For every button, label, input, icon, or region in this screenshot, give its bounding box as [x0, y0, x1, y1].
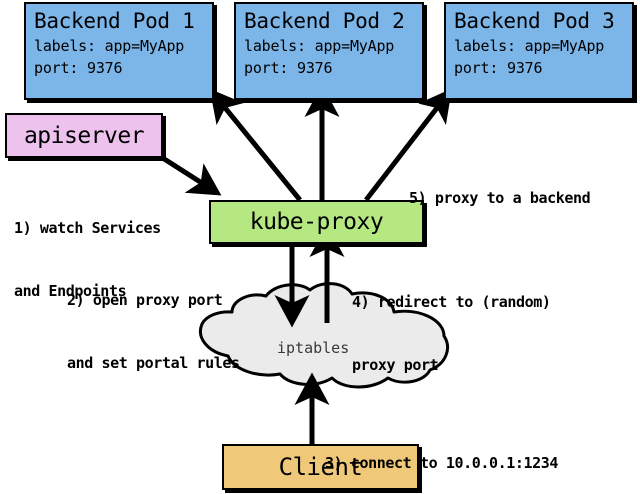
backend-pod-1-title: Backend Pod 1: [34, 9, 195, 33]
apiserver-box: apiserver: [5, 113, 163, 158]
backend-pod-1-labels: labels: app=MyApp: [34, 37, 185, 55]
backend-pod-2-box: Backend Pod 2 labels: app=MyApp port: 93…: [234, 2, 424, 100]
backend-pod-3-port: port: 9376: [454, 59, 543, 77]
kube-proxy-label: kube-proxy: [249, 209, 384, 235]
step-1-line-1: 1) watch Services: [14, 219, 161, 237]
backend-pod-2-port: port: 9376: [244, 59, 333, 77]
step-3-label: 3) connect to 10.0.0.1:1234: [325, 411, 558, 494]
backend-pod-3-box: Backend Pod 3 labels: app=MyApp port: 93…: [444, 2, 634, 100]
step-5-label: 5) proxy to a backend: [409, 146, 591, 251]
backend-pod-2-labels: labels: app=MyApp: [244, 37, 395, 55]
step-1-line-2: and Endpoints: [14, 282, 127, 300]
step-5-line-1: 5) proxy to a backend: [409, 189, 591, 207]
step-4-label: 4) redirect to (random) proxy port: [352, 250, 551, 418]
step-4-line-1: 4) redirect to (random): [352, 293, 551, 311]
client-box: Client: [222, 444, 419, 490]
step-2-line-2: and set portal rules: [67, 354, 240, 372]
kube-proxy-box: kube-proxy: [209, 200, 424, 244]
client-label: Client: [278, 453, 363, 481]
step-4-line-2: proxy port: [352, 356, 439, 374]
step-3-line-1: 3) connect to 10.0.0.1:1234: [325, 454, 559, 472]
backend-pod-2-title: Backend Pod 2: [244, 9, 405, 33]
backend-pod-1-port: port: 9376: [34, 59, 123, 77]
backend-pod-3-labels: labels: app=MyApp: [454, 37, 605, 55]
backend-pod-1-box: Backend Pod 1 labels: app=MyApp port: 93…: [24, 2, 214, 100]
apiserver-label: apiserver: [23, 122, 145, 149]
iptables-label: iptables: [277, 339, 350, 357]
step-2-label: 2) open proxy port and set portal rules: [67, 248, 240, 416]
step-1-label: 1) watch Services and Endpoints: [14, 176, 161, 344]
backend-pod-3-title: Backend Pod 3: [454, 9, 615, 33]
step-2-line-1: 2) open proxy port: [67, 291, 223, 309]
